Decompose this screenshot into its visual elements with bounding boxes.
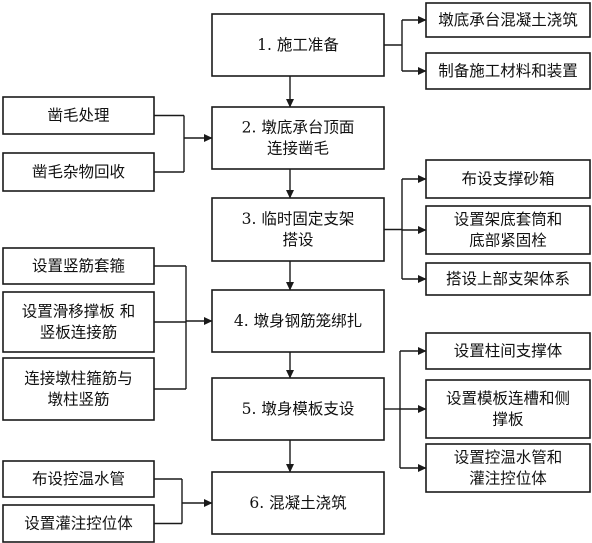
left-item-3-box-line-0: 设置竖筋套箍 (32, 257, 125, 275)
step-3-box-frame (211, 197, 385, 262)
right-item-3-box-line-0: 布设支撑砂箱 (461, 170, 554, 188)
right-item-8-box-frame (425, 443, 591, 493)
left-item-2-box-line-0: 凿毛杂物回收 (32, 163, 125, 181)
left-item-6-box: 布设控温水管 (2, 460, 155, 498)
right-item-3-box: 布设支撑砂箱 (425, 159, 591, 199)
right-item-1-box-frame (425, 2, 591, 38)
step-1-box-frame (211, 13, 385, 77)
step-3-box-line-1: 搭设 (282, 231, 313, 249)
left-item-6-box-frame (2, 460, 155, 498)
step-1-box: 1. 施工准备 (211, 13, 385, 77)
step-3-box-line-0: 3. 临时固定支架 (242, 210, 355, 228)
step-4-box-frame (211, 289, 385, 353)
step-6-box-frame (211, 471, 385, 535)
left-item-4-box-frame (2, 291, 155, 353)
right-item-7-box-line-0: 设置模板连槽和侧 (446, 390, 570, 408)
right-item-2-box: 制备施工材料和装置 (425, 52, 591, 90)
left-item-7-box: 设置灌注控位体 (2, 504, 155, 543)
right-item-1-box-line-0: 墩底承台混凝土浇筑 (438, 11, 578, 29)
left-item-5-box-frame (2, 357, 155, 421)
step-5-box-frame (211, 377, 385, 441)
left-item-5-box-line-1: 墩柱竖筋 (47, 391, 109, 409)
left-item-4-box-line-1: 竖板连接筋 (40, 324, 118, 342)
left-item-5-box-line-0: 连接墩柱箍筋与 (24, 370, 133, 388)
right-item-4-box-frame (425, 205, 591, 255)
step-4-box-line-0: 4. 墩身钢筋笼绑扎 (234, 312, 362, 330)
left-item-7-box-frame (2, 504, 155, 543)
left-item-4-box-line-0: 设置滑移撑板 和 (22, 303, 135, 321)
right-item-7-box-line-1: 撑板 (492, 411, 523, 429)
step-5-box-line-0: 5. 墩身模板支设 (242, 400, 355, 418)
right-item-6-box-line-0: 设置柱间支撑体 (454, 342, 563, 360)
right-item-5-box: 搭设上部支架体系 (425, 262, 591, 296)
left-item-6-box-line-0: 布设控温水管 (32, 470, 125, 488)
right-item-8-box-line-0: 设置控温水管和 (454, 449, 563, 467)
right-item-3-box-frame (425, 159, 591, 199)
step-4-box: 4. 墩身钢筋笼绑扎 (211, 289, 385, 353)
left-item-2-box-frame (2, 152, 155, 192)
step-1-box-line-0: 1. 施工准备 (257, 36, 339, 54)
right-item-6-box: 设置柱间支撑体 (425, 332, 591, 370)
step-2-box-line-0: 2. 墩底承台顶面 (242, 119, 355, 137)
step-5-box: 5. 墩身模板支设 (211, 377, 385, 441)
right-item-2-box-line-0: 制备施工材料和装置 (438, 62, 578, 80)
left-item-7-box-line-0: 设置灌注控位体 (24, 515, 133, 533)
step-2-box-line-1: 连接凿毛 (267, 140, 329, 158)
right-item-5-box-line-0: 搭设上部支架体系 (446, 270, 570, 288)
connectors (154, 16, 427, 525)
left-item-1-box-line-0: 凿毛处理 (47, 107, 109, 125)
right-item-5-box-frame (425, 262, 591, 296)
right-item-4-box-line-0: 设置架底套筒和 (454, 211, 563, 229)
left-item-3-box-frame (2, 247, 155, 285)
left-item-1-box-frame (2, 96, 155, 135)
step-6-box-line-0: 6. 混凝土浇筑 (249, 494, 347, 512)
step-6-box: 6. 混凝土浇筑 (211, 471, 385, 535)
right-item-1-box: 墩底承台混凝土浇筑 (425, 2, 591, 38)
left-item-2-box: 凿毛杂物回收 (2, 152, 155, 192)
right-item-7-box-frame (425, 379, 591, 439)
step-2-box-frame (211, 106, 385, 170)
right-item-4-box-line-1: 底部紧固栓 (469, 232, 547, 250)
right-item-6-box-frame (425, 332, 591, 370)
left-item-3-box: 设置竖筋套箍 (2, 247, 155, 285)
left-item-1-box: 凿毛处理 (2, 96, 155, 135)
right-item-2-box-frame (425, 52, 591, 90)
right-item-8-box-line-1: 灌注控位体 (469, 470, 547, 488)
